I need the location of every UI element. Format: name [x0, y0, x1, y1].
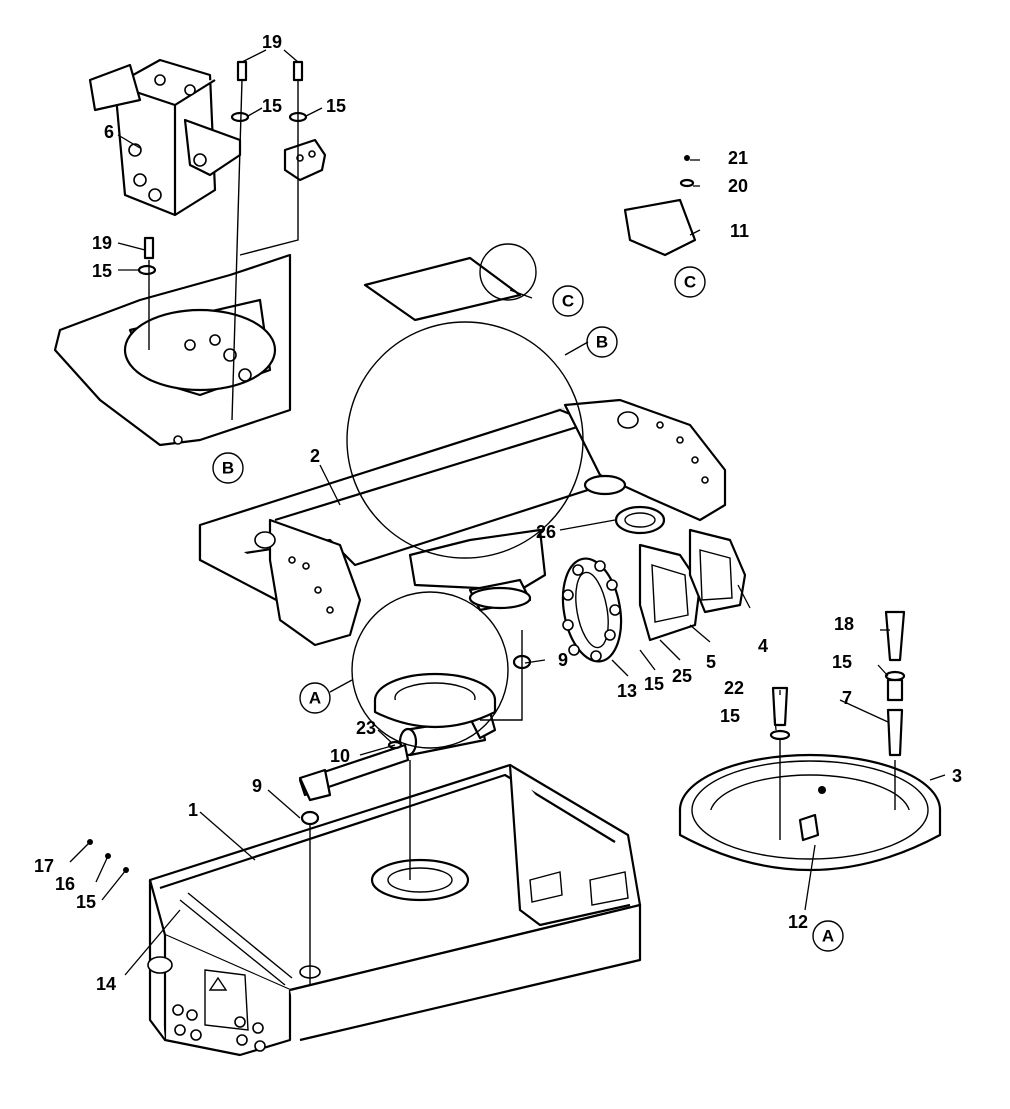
callout-11: 11 [730, 221, 749, 241]
callout-12: 12 [788, 912, 808, 932]
callout-19-top: 19 [262, 32, 282, 52]
callout-26: 26 [536, 522, 556, 542]
view-letter-a-left: A [309, 689, 321, 708]
callout-25: 25 [672, 666, 692, 686]
view-letter-b-circle: B [596, 333, 608, 352]
view-letter-b-left: B [222, 459, 234, 478]
callout-18: 18 [834, 614, 854, 634]
roller-ring-13-part [561, 557, 623, 663]
callout-15-bolt-22: 15 [720, 706, 740, 726]
callout-1: 1 [188, 800, 198, 820]
view-letter-c-right: C [684, 273, 696, 292]
valve-block-6-part [88, 58, 242, 217]
view-letter-c-circle: C [562, 292, 574, 311]
view-letter-a-right: A [822, 927, 834, 946]
callout-5: 5 [706, 652, 716, 672]
bracket-part [283, 138, 327, 182]
upper-frame-part [198, 398, 727, 647]
callout-16: 16 [55, 874, 75, 894]
assembly-lines [148, 79, 896, 985]
callout-9-lower: 9 [252, 776, 262, 796]
callout-20: 20 [728, 176, 748, 196]
plate-4-part [688, 528, 747, 614]
callout-15-top-left: 15 [262, 96, 282, 116]
callout-15-mount: 15 [92, 261, 112, 281]
mount-detail-b-part [53, 253, 292, 447]
callout-23: 23 [356, 718, 376, 738]
callout-13: 13 [617, 681, 637, 701]
ring-detail-a-part [373, 672, 497, 729]
cover-plate-part [363, 256, 522, 322]
callout-14: 14 [96, 974, 116, 994]
leader-lines [69, 49, 946, 976]
callout-labels: 1 2 3 4 5 6 7 9 9 10 11 12 13 14 15 15 1… [34, 32, 962, 994]
callout-19-mount: 19 [92, 233, 112, 253]
gasket-26-part [614, 505, 666, 535]
callout-15-top-right: 15 [326, 96, 346, 116]
callout-15-bolt-18: 15 [832, 652, 852, 672]
callout-15-frame: 15 [76, 892, 96, 912]
callout-2: 2 [310, 446, 320, 466]
plate-5-part [638, 543, 702, 642]
callout-15-plate: 15 [644, 674, 664, 694]
callout-4: 4 [758, 636, 768, 656]
callout-10: 10 [330, 746, 350, 766]
lower-frame-part [147, 763, 642, 1057]
plate-11-part [623, 198, 697, 257]
callout-21: 21 [728, 148, 748, 168]
callout-22: 22 [724, 678, 744, 698]
view-letters: A A B B C C [212, 266, 844, 952]
callout-9-upper: 9 [558, 650, 568, 670]
callout-17: 17 [34, 856, 54, 876]
slewing-ring-3-part [678, 753, 942, 871]
callout-3: 3 [952, 766, 962, 786]
callout-6: 6 [104, 122, 114, 142]
callout-7: 7 [842, 688, 852, 708]
bolts-group [137, 60, 906, 842]
detail-circles [346, 243, 584, 749]
